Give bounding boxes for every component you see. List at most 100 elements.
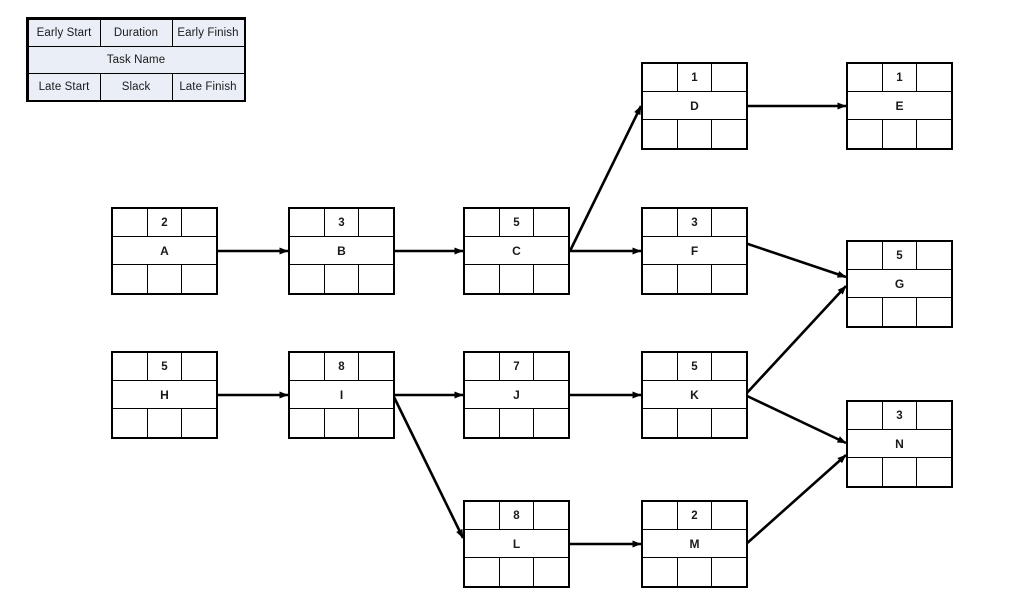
task-node-row-middle: I [289, 380, 394, 410]
task-name-cell-g: G [847, 269, 952, 299]
early-finish-cell-m [710, 501, 747, 531]
task-node-row-middle: M [642, 529, 747, 559]
early-start-cell-j [464, 352, 501, 382]
task-node-row-middle: K [642, 380, 747, 410]
task-node-row-bottom [847, 297, 952, 327]
task-node-row-bottom [464, 557, 569, 587]
slack-cell-d [676, 119, 713, 149]
task-name-cell-l: L [464, 529, 569, 559]
late-start-cell-i [289, 408, 326, 438]
task-node-row-bottom [642, 264, 747, 294]
early-start-cell-f [642, 208, 679, 238]
early-start-cell-d [642, 63, 679, 93]
task-node-row-bottom [642, 119, 747, 149]
late-finish-cell-n [915, 457, 952, 487]
duration-cell-d: 1 [676, 63, 713, 93]
legend-duration-label: Duration [99, 18, 173, 47]
edge-k-to-g [744, 285, 847, 396]
early-start-cell-h [112, 352, 149, 382]
late-start-cell-d [642, 119, 679, 149]
duration-cell-k: 5 [676, 352, 713, 382]
late-start-cell-g [847, 297, 884, 327]
task-node-row-bottom [464, 408, 569, 438]
duration-cell-m: 2 [676, 501, 713, 531]
slack-cell-a [146, 264, 183, 294]
task-node-row-middle: B [289, 236, 394, 266]
task-node-row-middle: A [112, 236, 217, 266]
early-finish-cell-g [915, 241, 952, 271]
task-node-row-top: 5 [112, 352, 217, 382]
task-node-row-top: 3 [289, 208, 394, 238]
task-node-row-bottom [112, 264, 217, 294]
late-start-cell-j [464, 408, 501, 438]
slack-cell-c [498, 264, 535, 294]
edge-f-to-g [744, 241, 847, 279]
task-node-row-bottom [112, 408, 217, 438]
early-start-cell-e [847, 63, 884, 93]
task-node-row-bottom [464, 264, 569, 294]
late-start-cell-m [642, 557, 679, 587]
slack-cell-n [881, 457, 918, 487]
legend-early-start-label: Early Start [27, 18, 101, 47]
task-name-cell-m: M [642, 529, 747, 559]
slack-cell-e [881, 119, 918, 149]
early-finish-cell-h [180, 352, 217, 382]
late-start-cell-e [847, 119, 884, 149]
task-node-row-middle: N [847, 429, 952, 459]
edge-i-to-l [391, 394, 465, 539]
task-name-cell-n: N [847, 429, 952, 459]
late-finish-cell-g [915, 297, 952, 327]
task-node-row-top: 7 [464, 352, 569, 382]
task-name-cell-a: A [112, 236, 217, 266]
late-finish-cell-e [915, 119, 952, 149]
early-start-cell-n [847, 401, 884, 431]
early-start-cell-b [289, 208, 326, 238]
task-node-row-top: 1 [847, 63, 952, 93]
late-start-cell-h [112, 408, 149, 438]
task-name-cell-h: H [112, 380, 217, 410]
task-node-row-middle: J [464, 380, 569, 410]
task-name-cell-c: C [464, 236, 569, 266]
early-finish-cell-i [357, 352, 394, 382]
early-start-cell-a [112, 208, 149, 238]
late-start-cell-a [112, 264, 149, 294]
early-finish-cell-n [915, 401, 952, 431]
late-start-cell-f [642, 264, 679, 294]
slack-cell-l [498, 557, 535, 587]
early-start-cell-m [642, 501, 679, 531]
early-start-cell-l [464, 501, 501, 531]
early-start-cell-i [289, 352, 326, 382]
task-node-row-middle: E [847, 91, 952, 121]
late-finish-cell-d [710, 119, 747, 149]
legend-late-start-label: Late Start [27, 72, 101, 101]
early-finish-cell-a [180, 208, 217, 238]
task-node-row-top: 2 [642, 501, 747, 531]
legend-row-top: Early Start Duration Early Finish [27, 18, 245, 47]
late-start-cell-n [847, 457, 884, 487]
task-node-row-bottom [847, 457, 952, 487]
duration-cell-c: 5 [498, 208, 535, 238]
task-node-row-top: 3 [642, 208, 747, 238]
duration-cell-l: 8 [498, 501, 535, 531]
task-node-key-legend: Early Start Duration Early Finish Task N… [26, 17, 246, 102]
task-node-row-top: 5 [642, 352, 747, 382]
task-node-row-top: 5 [464, 208, 569, 238]
early-start-cell-g [847, 241, 884, 271]
task-node-row-bottom [847, 119, 952, 149]
task-node-row-top: 3 [847, 401, 952, 431]
